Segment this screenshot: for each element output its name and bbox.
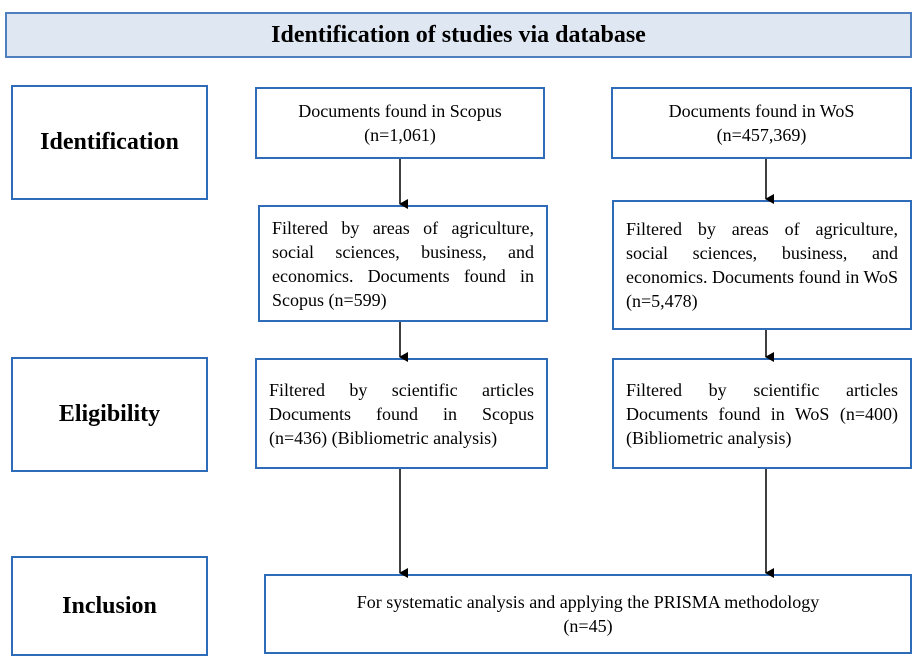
wos-articles-text: Filtered by scientific articles Document…: [626, 379, 898, 448]
wos-found-box: Documents found in WoS (n=457,369): [611, 87, 912, 159]
stage-inclusion: Inclusion: [11, 556, 208, 656]
wos-filtered-box: Filtered by areas of agriculture, social…: [612, 200, 912, 330]
scopus-found-line1: Documents found in Scopus: [298, 101, 502, 121]
wos-found-line2: (n=457,369): [716, 125, 807, 145]
inclusion-line1: For systematic analysis and applying the…: [356, 592, 820, 612]
scopus-filtered-text: Filtered by areas of agriculture, social…: [272, 217, 534, 310]
scopus-found-box: Documents found in Scopus (n=1,061): [255, 87, 545, 159]
scopus-articles-text: Filtered by scientific articles Document…: [269, 379, 534, 448]
scopus-filtered-box: Filtered by areas of agriculture, social…: [258, 205, 548, 322]
stage-eligibility: Eligibility: [11, 357, 208, 472]
inclusion-box: For systematic analysis and applying the…: [264, 574, 912, 654]
wos-found-line1: Documents found in WoS: [668, 101, 855, 121]
wos-filtered-text: Filtered by areas of agriculture, social…: [626, 219, 898, 311]
scopus-found-line2: (n=1,061): [364, 125, 436, 145]
diagram-title: Identification of studies via database: [5, 12, 912, 58]
inclusion-line2: (n=45): [563, 616, 613, 636]
wos-articles-box: Filtered by scientific articles Document…: [612, 358, 912, 469]
scopus-articles-box: Filtered by scientific articles Document…: [255, 358, 548, 469]
stage-identification: Identification: [11, 85, 208, 200]
